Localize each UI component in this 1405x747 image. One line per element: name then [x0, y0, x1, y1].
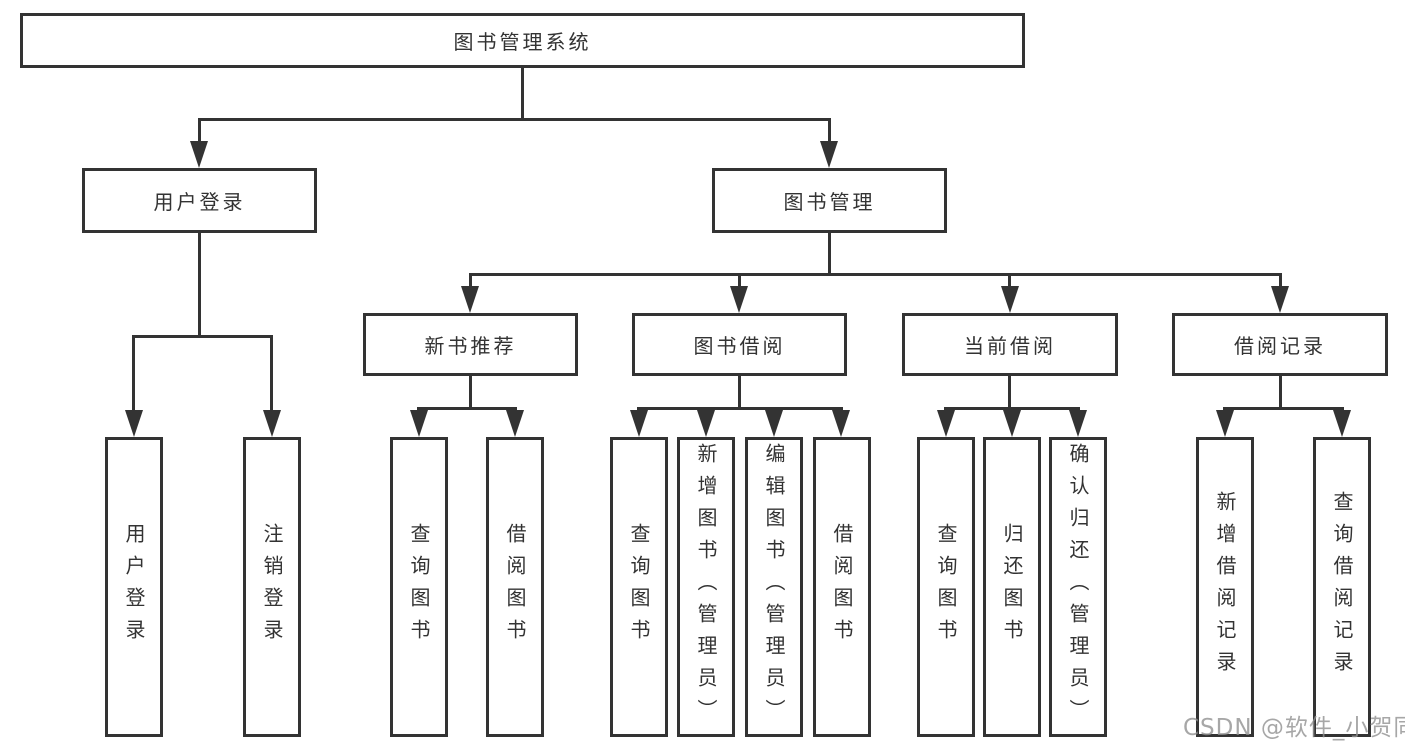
leaf-return-books: 归还图书 [983, 437, 1041, 737]
node-library-management-system: 图书管理系统 [20, 13, 1025, 68]
connector-line [1008, 273, 1011, 288]
arrowhead-down-icon [937, 410, 955, 437]
connector-line [198, 233, 201, 335]
node-label: 借阅图书 [830, 523, 854, 651]
node-label: 查询图书 [407, 523, 431, 651]
connector-line [1279, 273, 1282, 288]
node-label: 当前借阅 [964, 334, 1056, 358]
arrowhead-down-icon [410, 410, 428, 437]
arrowhead-down-icon [1333, 410, 1351, 437]
connector-line [132, 335, 135, 411]
node-label: 编辑图书（管理员） [762, 443, 786, 731]
node-label: 新增借阅记录 [1213, 491, 1237, 683]
connector-line [198, 118, 201, 144]
leaf-confirm-return-admin: 确认归还（管理员） [1049, 437, 1107, 737]
arrowhead-down-icon [765, 410, 783, 437]
leaf-add-books-admin: 新增图书（管理员） [677, 437, 735, 737]
node-label: 图书管理 [783, 190, 876, 214]
leaf-query-borrow-record: 查询借阅记录 [1313, 437, 1371, 737]
node-book-borrowing: 图书借阅 [632, 313, 847, 376]
node-label: 用户登录 [122, 523, 146, 651]
arrowhead-down-icon [1069, 410, 1087, 437]
connector-line [417, 407, 517, 410]
arrowhead-down-icon [1001, 286, 1019, 313]
leaf-borrow-books-recommend: 借阅图书 [486, 437, 544, 737]
node-label: 图书借阅 [693, 334, 786, 358]
node-label: 查询图书 [627, 523, 651, 651]
connector-line [1279, 376, 1282, 407]
arrowhead-down-icon [1271, 286, 1289, 313]
leaf-edit-books-admin: 编辑图书（管理员） [745, 437, 803, 737]
arrowhead-down-icon [630, 410, 648, 437]
node-label: 归还图书 [1000, 523, 1024, 651]
node-label: 新书推荐 [424, 334, 517, 358]
connector-line [828, 233, 831, 273]
leaf-logout-login: 注销登录 [243, 437, 301, 737]
connector-line [469, 273, 472, 288]
node-label: 查询借阅记录 [1330, 491, 1354, 683]
arrowhead-down-icon [730, 286, 748, 313]
arrowhead-down-icon [125, 410, 143, 437]
connector-line [469, 376, 472, 407]
leaf-user-login: 用户登录 [105, 437, 163, 737]
node-label: 注销登录 [260, 523, 284, 651]
leaf-borrow-books-borrowing: 借阅图书 [813, 437, 871, 737]
arrowhead-down-icon [190, 141, 208, 168]
watermark-text: CSDN @软件_小贺同学 [1183, 715, 1405, 741]
connector-line [132, 335, 273, 338]
node-user-login: 用户登录 [82, 168, 317, 233]
arrowhead-down-icon [1216, 410, 1234, 437]
node-borrowing-records: 借阅记录 [1172, 313, 1388, 376]
leaf-query-books-current: 查询图书 [917, 437, 975, 737]
node-label: 用户登录 [153, 190, 246, 214]
connector-line [198, 118, 831, 121]
node-current-borrowing: 当前借阅 [902, 313, 1118, 376]
node-label: 借阅记录 [1234, 334, 1326, 358]
node-label: 确认归还（管理员） [1066, 443, 1090, 731]
connector-line [469, 273, 1282, 276]
node-label: 借阅图书 [503, 523, 527, 651]
connector-line [1223, 407, 1344, 410]
connector-line [521, 68, 524, 118]
connector-line [637, 407, 843, 410]
connector-line [738, 273, 741, 288]
arrowhead-down-icon [506, 410, 524, 437]
leaf-add-borrow-record: 新增借阅记录 [1196, 437, 1254, 737]
connector-line [828, 118, 831, 144]
arrowhead-down-icon [263, 410, 281, 437]
node-book-management: 图书管理 [712, 168, 947, 233]
leaf-query-books-borrowing: 查询图书 [610, 437, 668, 737]
arrowhead-down-icon [832, 410, 850, 437]
connector-line [1008, 376, 1011, 407]
node-label: 新增图书（管理员） [694, 443, 718, 731]
arrowhead-down-icon [697, 410, 715, 437]
connector-line [738, 376, 741, 407]
node-label: 查询图书 [934, 523, 958, 651]
arrowhead-down-icon [820, 141, 838, 168]
arrowhead-down-icon [1003, 410, 1021, 437]
arrowhead-down-icon [461, 286, 479, 313]
node-label: 图书管理系统 [453, 30, 592, 54]
leaf-query-books-recommend: 查询图书 [390, 437, 448, 737]
connector-line [270, 335, 273, 411]
node-new-book-recommendation: 新书推荐 [363, 313, 578, 376]
